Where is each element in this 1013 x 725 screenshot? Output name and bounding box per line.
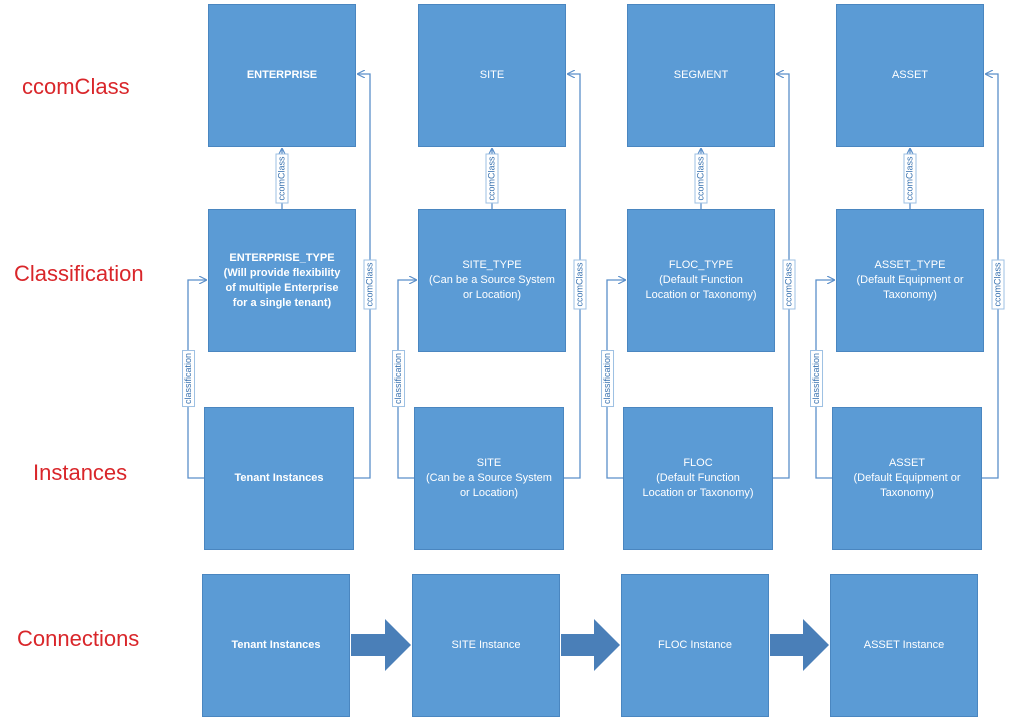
box-enterprise: ENTERPRISE [208, 4, 356, 147]
row-label-ccomclass: ccomClass [22, 74, 130, 99]
connector-label-classification-3: classification [809, 349, 823, 407]
box-site-type: SITE_TYPE (Can be a Source System or Loc… [418, 209, 566, 352]
box-asset-instance: ASSET (Default Equipment or Taxonomy) [832, 407, 982, 550]
box-floc-type: FLOC_TYPE (Default Function Location or … [627, 209, 775, 352]
connection-arrow-1 [561, 619, 620, 671]
box-asset-type: ASSET_TYPE (Default Equipment or Taxonom… [836, 209, 984, 352]
connector-label-ccomclass-short-2: ccomClass [694, 152, 708, 204]
connection-arrow-2 [770, 619, 829, 671]
box-enterprise-type: ENTERPRISE_TYPE (Will provide flexibilit… [208, 209, 356, 352]
connector-label-ccomclass-short-0: ccomClass [275, 152, 289, 204]
connector-label-ccomclass-short-3: ccomClass [903, 152, 917, 204]
row-label-classification: Classification [14, 261, 144, 286]
connector-label-classification-0: classification [181, 349, 195, 407]
box-site: SITE [418, 4, 566, 147]
box-asset: ASSET [836, 4, 984, 147]
box-connection-site-instance: SITE Instance [412, 574, 560, 717]
connector-label-classification-2: classification [600, 349, 614, 407]
box-site-instance: SITE (Can be a Source System or Location… [414, 407, 564, 550]
box-floc-instance: FLOC (Default Function Location or Taxon… [623, 407, 773, 550]
row-label-instances: Instances [33, 460, 128, 485]
connector-label-classification-1: classification [391, 349, 405, 407]
box-segment: SEGMENT [627, 4, 775, 147]
connector-label-ccomclass-long-0: ccomClass [363, 258, 377, 310]
box-connection-asset-instance: ASSET Instance [830, 574, 978, 717]
box-connection-tenant-instances: Tenant Instances [202, 574, 350, 717]
connection-arrows [351, 619, 829, 671]
connector-label-ccomclass-long-3: ccomClass [991, 258, 1005, 310]
connector-label-ccomclass-long-1: ccomClass [573, 258, 587, 310]
box-tenant-instances: Tenant Instances [204, 407, 354, 550]
connection-arrow-0 [351, 619, 411, 671]
connector-label-ccomclass-long-2: ccomClass [782, 258, 796, 310]
connector-label-ccomclass-short-1: ccomClass [485, 152, 499, 204]
box-connection-floc-instance: FLOC Instance [621, 574, 769, 717]
row-label-connections: Connections [17, 626, 140, 651]
